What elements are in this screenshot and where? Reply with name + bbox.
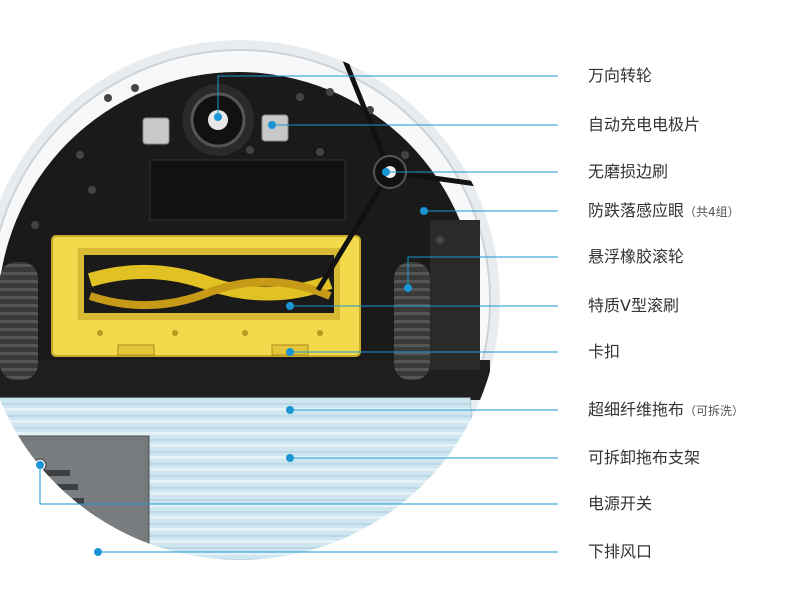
battery-cover (149, 159, 346, 221)
dot-wheel (404, 284, 412, 292)
dot-sidebrush (382, 168, 390, 176)
label-mop-note: （可拆洗） (684, 404, 745, 418)
label-charging-contacts: 自动充电电极片 (588, 115, 701, 134)
label-clip: 卡扣 (588, 342, 621, 361)
dot-switch (36, 461, 44, 469)
right-wheel (394, 262, 430, 380)
dot-mopholder (286, 454, 294, 462)
label-exhaust-vent: 下排风口 (588, 542, 653, 561)
label-rubber-wheel: 悬浮橡胶滚轮 (588, 247, 685, 266)
microfiber-mop (0, 397, 473, 560)
leader-line-caster (217, 75, 558, 117)
dot-mop (286, 406, 294, 414)
leader-line-switch (39, 465, 558, 505)
screw-icons (31, 84, 444, 244)
dot-vent (94, 548, 102, 556)
dot-contacts (268, 121, 276, 129)
charging-contact-left (142, 117, 170, 145)
dot-clip (286, 348, 294, 356)
label-v-roller-brush: 特质V型滚刷 (588, 296, 679, 315)
label-mop: 超细纤维拖布（可拆洗） (588, 400, 745, 419)
side-brush (342, 59, 393, 173)
charging-contact-right (261, 114, 289, 142)
label-cliff-sensor-note: （共4组） (684, 205, 740, 219)
label-power-switch: 电源开关 (588, 494, 653, 513)
label-side-brush: 无磨损边刷 (588, 162, 669, 181)
dot-sensor (420, 207, 428, 215)
left-wheel (0, 262, 38, 380)
v-roller-brush (87, 264, 333, 301)
dot-rollerbrush (286, 302, 294, 310)
label-caster-wheel: 万向转轮 (588, 66, 653, 85)
dot-caster (214, 113, 222, 121)
label-mop-holder: 可拆卸拖布支架 (588, 448, 701, 467)
leader-line-wheel (407, 256, 558, 288)
label-cliff-sensor: 防跌落感应眼（共4组） (588, 201, 740, 220)
